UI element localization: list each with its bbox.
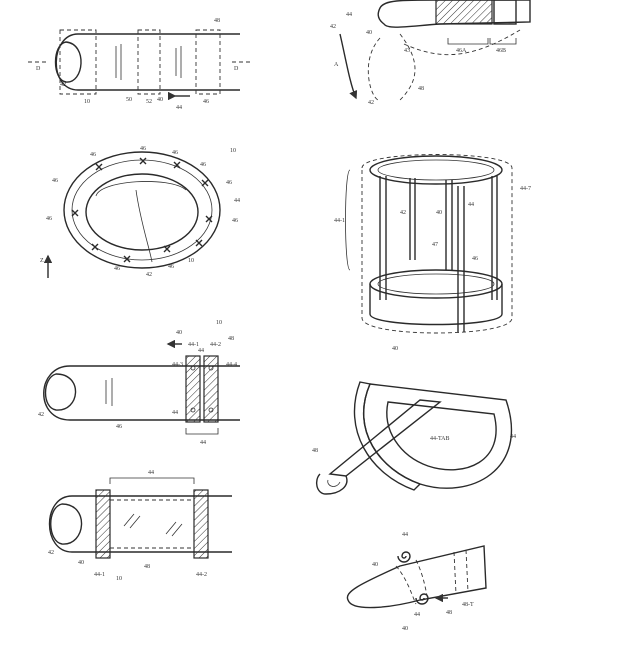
ref-label: 40 [78,560,84,566]
ref-label: 40 [436,210,442,216]
ref-label: 48 [214,18,220,24]
ref-label: 44-1 [94,572,105,578]
ref-label: 40 [392,346,398,352]
ref-label: 46 [472,256,478,262]
ref-label: 42 [400,210,406,216]
ref-label: 46 [90,152,96,158]
ref-label: 44 [346,12,352,18]
x-markers [71,157,213,263]
ref-label: 40 [402,626,408,632]
figure-ring-cross-section: 46 46 46 46 46 10 46 44 46 46 42 10 46 4… [40,146,240,278]
ref-label: 44 [234,198,240,204]
ref-label: A [334,62,339,68]
figure-cage-device: 44-7 44-1 44 42 40 47 46 40 [334,154,531,352]
ref-label: 52 [146,99,152,105]
ref-label: 47 [432,242,438,248]
ref-label: 48 [144,564,150,570]
ref-label: 42 [60,82,66,88]
ref-label: 44 [468,202,474,208]
ref-label: 44-3 [172,362,183,368]
ref-label: 46 [226,180,232,186]
ref-label: 46 [200,162,206,168]
ref-label: 44 [198,348,204,354]
ref-label: 40 [372,562,378,568]
ref-label: 46 [140,146,146,152]
ref-label: 48 [228,336,234,342]
figure-finger-dual-band: 40 10 44-1 44-2 44 48 44-3 44-4 44 44 42… [38,320,240,446]
ref-label: 42 [330,24,336,30]
ref-label: 46 [52,178,58,184]
ref-label: 44-2 [210,342,221,348]
ref-label: 44-TAB [430,436,450,442]
posts [379,176,498,332]
ref-label: 43 [404,48,410,54]
ref-label: 10 [84,99,90,105]
ref-label: 46 [168,264,174,270]
figure-finger-glass-band: 44 42 40 44-1 44-2 10 48 [48,470,232,582]
ref-label: 44 [176,105,182,111]
ref-label: Z [40,258,44,264]
ref-label: 46A [456,48,467,54]
ref-label: 46B [496,48,506,54]
ref-label: 40 [366,30,372,36]
ref-label: 48-T [462,602,474,608]
ref-label: 44-2 [196,572,207,578]
ref-label: 42 [368,100,374,106]
ref-label: 46 [46,216,52,222]
ref-label: 40 [176,330,182,336]
ref-label: 50 [126,97,132,103]
ref-label: 10 [230,148,236,154]
ref-label: 44 [402,532,408,538]
ref-label: 44 [200,440,206,446]
ref-label: 10 [216,320,222,326]
ref-label: 46 [232,218,238,224]
ref-label: 42 [48,550,54,556]
ref-label: 44-1 [334,218,345,224]
ref-label: D [36,66,41,72]
ref-label: 44-1 [188,342,199,348]
ref-label: 46 [116,424,122,430]
ref-label: 42 [38,412,44,418]
ref-label: 46 [203,99,209,105]
ref-label: 44 [172,410,178,416]
figure-finger-top-view: 48 D 42 10 50 52 40 44 46 D [28,18,250,111]
ref-label: D [234,66,239,72]
figure-finger-side-view: 44 40 46B 46A 42 48 A 43 42 [330,0,531,106]
ref-label: 44-4 [226,362,237,368]
ref-label: 44 [510,434,516,440]
ref-label: 44 [414,612,420,618]
ref-label: 48 [418,86,424,92]
ref-label: 44-7 [520,186,531,192]
ref-label: 48 [312,448,318,454]
ref-label: 48 [446,610,452,616]
ref-label: 44 [148,470,154,476]
figure-finger-spiral: 44 40 48 48-T 44 40 [346,532,487,632]
ref-label: 42 [146,272,152,278]
figure-band-with-tab: 44-TAB 44 48 [312,381,516,495]
ref-label: 10 [188,258,194,264]
ref-label: 40 [157,97,163,103]
ref-label: 46 [172,150,178,156]
ref-label: 46 [114,266,120,272]
ref-label: 10 [116,576,122,582]
